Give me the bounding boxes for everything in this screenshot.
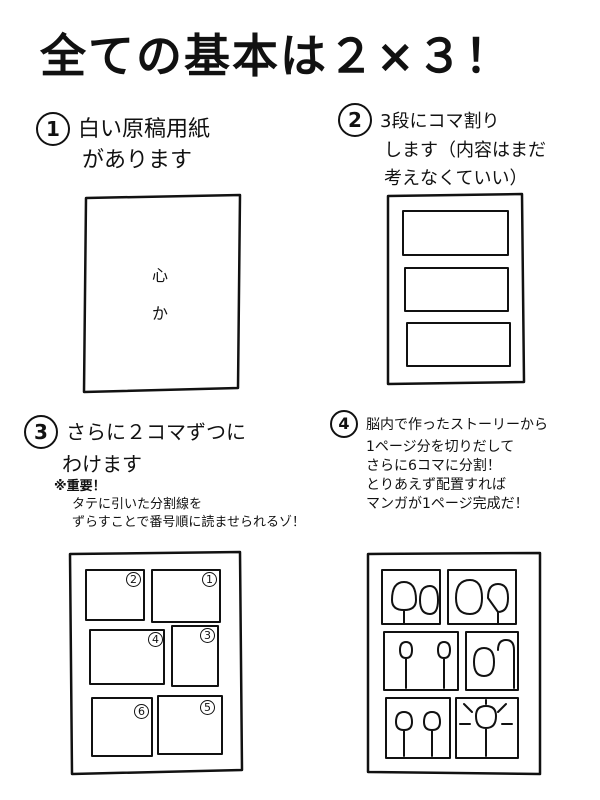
three-tier-paper [388, 194, 524, 384]
panel-number-2: 2 [126, 572, 141, 587]
panel-number-6: 6 [134, 704, 149, 719]
six-panel-paper [70, 552, 242, 774]
panel-number-5: 5 [200, 700, 215, 715]
blank-paper [84, 195, 240, 392]
paper-mark-1: 心 [152, 262, 168, 286]
panel-number-3: 3 [200, 628, 215, 643]
panel-number-4: 4 [148, 632, 163, 647]
paper-mark-2: か [152, 300, 168, 324]
completed-manga-page [368, 553, 540, 774]
panel-number-1: 1 [202, 572, 217, 587]
